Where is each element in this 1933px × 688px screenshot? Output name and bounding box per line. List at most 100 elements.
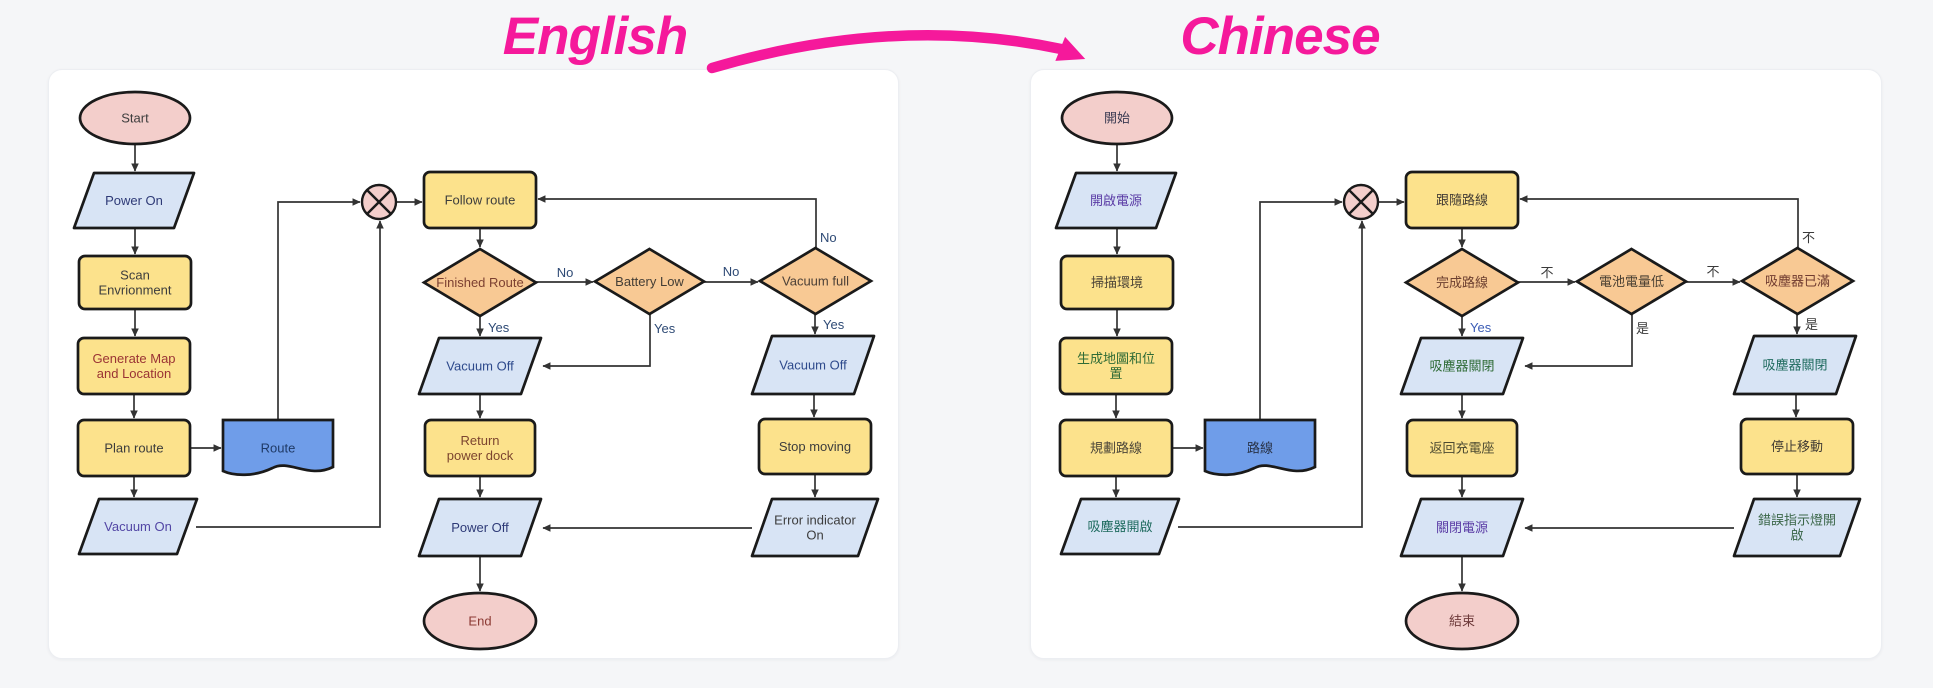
edge-label-vacuum-full-loop: 不 [1802,230,1815,245]
node-return: 返回充電座 [1405,418,1519,478]
node-vacuum-on: 吸塵器開啟 [1059,497,1181,556]
node-label: 結束 [1449,614,1475,629]
translation-arrow-curve [706,30,1067,74]
node-label: 生成地圖和位置 [1077,351,1155,381]
edge-label-finished-yes: Yes [488,320,510,335]
edge-label-vacuum-full-loop: No [820,230,837,245]
node-battery: Battery Low [592,247,707,316]
flow-edge [1519,195,1799,248]
node-label: 停止移動 [1771,439,1823,454]
node-label: Vacuum full [782,274,849,289]
node-vacuum-full: Vacuum full [757,246,874,316]
node-label: Plan route [104,441,163,456]
edge-label-finished-out: 不 [1540,265,1553,280]
node-finished: Finished Route [421,247,539,318]
flow-edge [1524,314,1633,370]
node-label: 吸塵器開啟 [1087,519,1152,534]
node-label: 完成路線 [1436,275,1488,290]
node-plan: 規劃路線 [1058,418,1174,478]
node-label: End [468,614,491,629]
node-label: 掃描環境 [1091,275,1143,290]
flow-edge [277,198,361,420]
node-label: Vacuum Off [779,358,847,373]
edge-label-vacuum-full-yes: Yes [823,317,845,332]
node-vacuum-off-r: 吸塵器關閉 [1732,334,1858,396]
node-generate: 生成地圖和位置 [1058,336,1174,396]
node-junction [1342,183,1380,221]
edge-label-finished-out: No [557,265,574,280]
node-label: Vacuum Off [446,359,514,374]
flow-edge [1178,220,1366,528]
node-label: 吸塵器關閉 [1429,359,1494,374]
node-start: Start [78,90,192,146]
node-label: Vacuum On [104,519,172,534]
node-vacuum-on: Vacuum On [77,497,199,556]
translation-arrow-icon [706,30,1086,74]
node-power-off: 關閉電源 [1399,497,1525,558]
node-end: 結束 [1404,591,1520,651]
junction-cross-icon [366,189,392,215]
node-plan: Plan route [76,418,192,478]
node-label: 返回充電座 [1429,441,1494,456]
node-label: Power Off [451,520,509,535]
node-start: 開始 [1060,90,1174,146]
node-power-on: 開啟電源 [1054,171,1178,230]
node-label: 跟隨路線 [1436,193,1488,208]
edge-label-vacuum-full-yes: 是 [1805,317,1818,332]
flow-edge [537,195,817,248]
node-battery: 電池電量低 [1574,247,1689,316]
title-chinese: Chinese [1180,7,1380,66]
node-vacuum-off-l: Vacuum Off [417,336,543,396]
node-follow: Follow route [422,170,538,230]
node-vacuum-full: 吸塵器已滿 [1739,246,1856,316]
node-follow: 跟隨路線 [1404,170,1520,230]
edge-label-finished-yes: Yes [1470,320,1492,335]
node-label: 電池電量低 [1599,274,1664,289]
node-vacuum-off-l: 吸塵器關閉 [1399,336,1525,396]
edge-label-battery-out: 不 [1706,264,1719,279]
node-label: Start [121,111,149,126]
node-error: 錯誤指示燈開啟 [1732,497,1862,558]
node-label: Follow route [445,193,516,208]
edge-label-battery-out: No [723,264,740,279]
node-end: End [422,591,538,651]
node-label: 開啟電源 [1090,193,1142,208]
node-power-on: Power On [72,171,196,230]
node-junction [360,183,398,221]
node-label: Finished Route [436,275,523,290]
node-label: 吸塵器已滿 [1765,274,1830,289]
node-label: 規劃路線 [1090,441,1142,456]
node-power-off: Power Off [417,497,543,558]
node-vacuum-off-r: Vacuum Off [750,334,876,396]
node-label: 錯誤指示燈開啟 [1758,513,1836,543]
node-label: Route [261,441,296,456]
flow-edge [196,220,384,528]
node-label: Stop moving [779,439,851,454]
node-route: 路線 [1203,418,1317,477]
node-stop: Stop moving [757,417,873,476]
node-label: 路線 [1247,441,1273,456]
edge-label-battery-yes: 是 [1636,321,1649,336]
node-label: Power On [105,193,163,208]
flow-edge [542,314,651,370]
node-label: 開始 [1104,111,1130,126]
node-scan: 掃描環境 [1059,254,1175,311]
node-finished: 完成路線 [1403,247,1521,318]
node-label: Battery Low [615,274,684,289]
edge-label-battery-yes: Yes [654,321,676,336]
title-english: English [502,7,688,66]
node-label: 關閉電源 [1436,520,1488,535]
node-route: Route [221,418,335,477]
flow-edge [1259,198,1343,420]
